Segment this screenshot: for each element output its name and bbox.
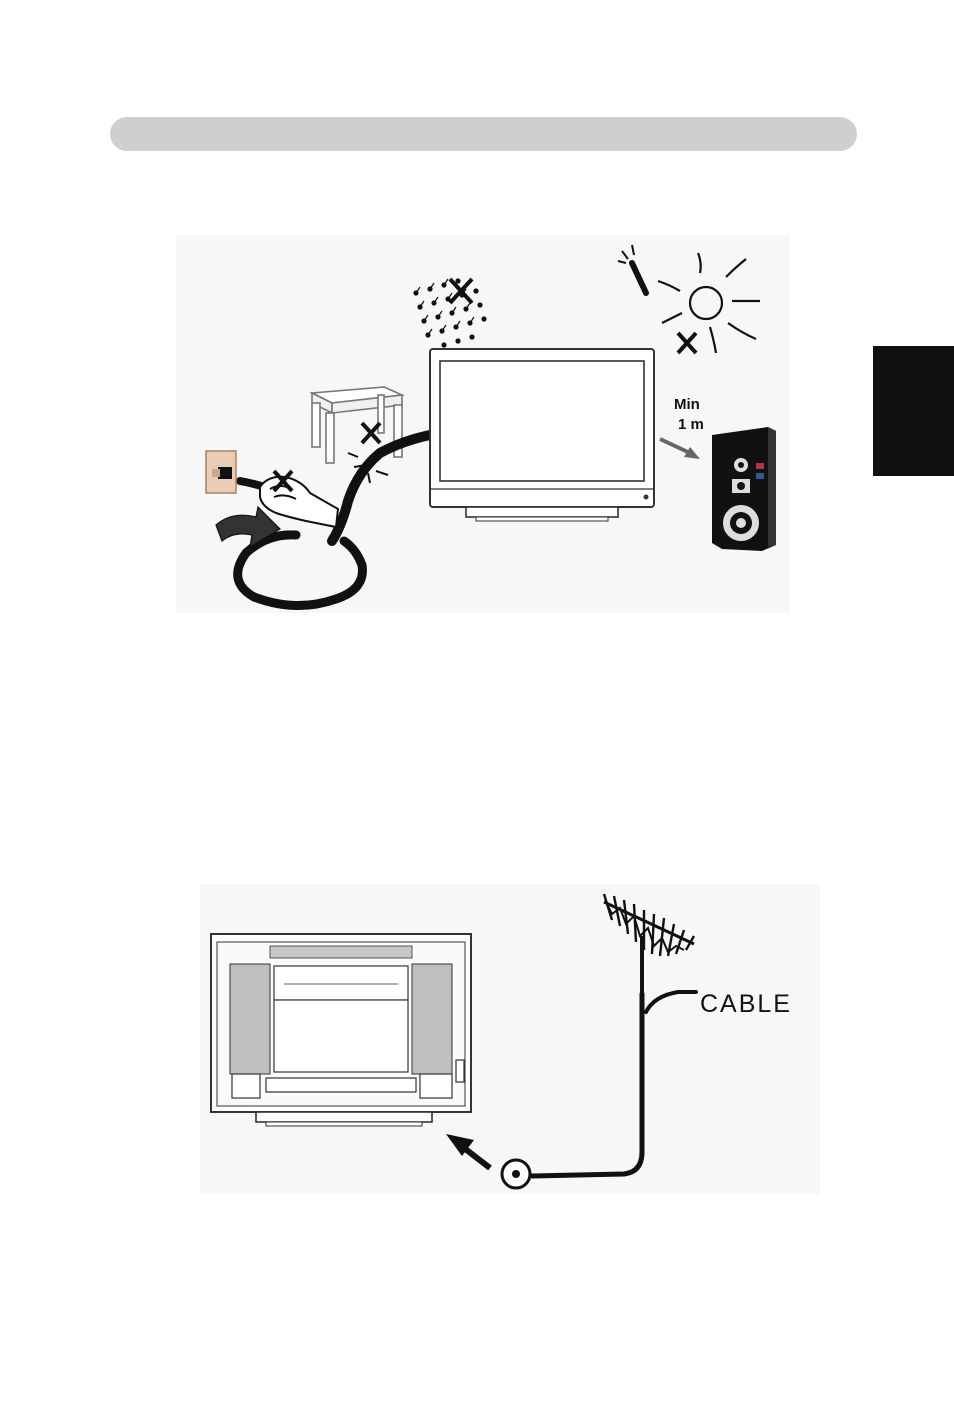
section-header-bar [110, 117, 857, 151]
chapter-side-tab [873, 346, 954, 476]
coaxial-connector-icon [502, 1160, 530, 1188]
placement-precautions-illustration: Min 1 m [176, 235, 790, 613]
speaker-illustration [712, 427, 776, 551]
distance-label: 1 m [678, 416, 704, 433]
wall-outlet-illustration [206, 451, 236, 493]
min-label: Min [674, 396, 700, 413]
antenna-connection-illustration: CABLE [200, 884, 820, 1194]
tv-front-illustration [430, 349, 654, 521]
tv-rear-illustration [211, 934, 471, 1126]
cable-label: CABLE [700, 990, 792, 1018]
